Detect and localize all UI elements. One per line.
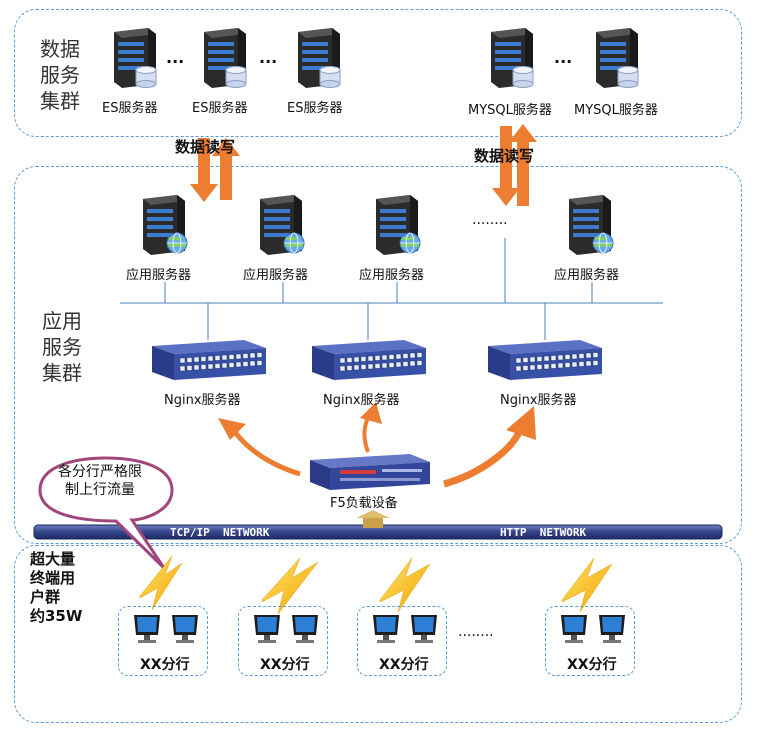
app-server-label-4: 应用服务器 xyxy=(554,268,620,283)
f5-device-icon xyxy=(306,450,432,496)
es-server-icon xyxy=(292,26,344,92)
terminal-monitor-icon xyxy=(252,613,282,649)
branch-group xyxy=(545,606,635,676)
terminal-monitor-icon xyxy=(597,613,627,649)
app-server-icon xyxy=(254,193,306,259)
terminal-cluster-label: 超大量 终端用 户群 约35W xyxy=(30,550,83,625)
lightning-bolts xyxy=(139,555,613,615)
data-cluster-zone xyxy=(14,9,742,137)
es-server-icon xyxy=(198,26,250,92)
nginx-switch-icon xyxy=(148,336,268,386)
data-cluster-label: 数据 服务 集群 xyxy=(40,37,80,113)
branch-label: XX分行 xyxy=(260,657,310,673)
rw-arrows-right xyxy=(492,124,537,206)
es-ellipsis-2: ··· xyxy=(259,52,278,71)
branch-group xyxy=(238,606,328,676)
terminal-monitor-icon xyxy=(559,613,589,649)
mysql-server-label-2: MYSQL服务器 xyxy=(574,103,658,118)
app-ellipsis: ········ xyxy=(472,216,508,232)
app-server-label-2: 应用服务器 xyxy=(243,268,309,283)
lb-arrow-left xyxy=(218,418,301,477)
branch-label: XX分行 xyxy=(379,657,429,673)
branch-label: XX分行 xyxy=(567,657,617,673)
terminal-monitor-icon xyxy=(170,613,200,649)
es-server-label-2: ES服务器 xyxy=(192,101,248,116)
mysql-server-icon xyxy=(590,26,642,92)
f5-uplink-arrow xyxy=(356,510,390,528)
nginx-label-1: Nginx服务器 xyxy=(164,393,241,408)
mysql-server-icon xyxy=(485,26,537,92)
nginx-switch-icon xyxy=(484,336,604,386)
branch-group xyxy=(118,606,208,676)
lb-arrow-mid xyxy=(360,402,382,453)
app-bus-lines xyxy=(120,238,663,340)
lb-arrow-right xyxy=(443,406,536,488)
app-cluster-zone xyxy=(14,166,742,544)
f5-label: F5负载设备 xyxy=(330,496,398,511)
terminal-monitor-icon xyxy=(371,613,401,649)
branch-label: XX分行 xyxy=(140,657,190,673)
callout-text: 各分行严格限 制上行流量 xyxy=(58,464,142,498)
app-server-icon xyxy=(370,193,422,259)
network-bar-left-label: TCP/IP NETWORK xyxy=(170,526,270,539)
nginx-label-3: Nginx服务器 xyxy=(500,393,577,408)
app-cluster-label: 应用 服务 集群 xyxy=(42,309,82,385)
branch-ellipsis: ········ xyxy=(458,628,494,644)
network-bar-right-label: HTTP NETWORK xyxy=(500,526,587,539)
es-ellipsis-1: ··· xyxy=(166,52,185,71)
callout-bubble xyxy=(38,456,174,570)
terminal-monitor-icon xyxy=(409,613,439,649)
nginx-label-2: Nginx服务器 xyxy=(323,393,400,408)
app-server-icon xyxy=(137,193,189,259)
rw-label-right: 数据读写 xyxy=(474,147,535,165)
terminal-monitor-icon xyxy=(290,613,320,649)
mysql-ellipsis: ··· xyxy=(554,52,573,71)
rw-arrows-left xyxy=(190,138,240,202)
app-server-label-3: 应用服务器 xyxy=(359,268,425,283)
terminal-monitor-icon xyxy=(132,613,162,649)
es-server-label-3: ES服务器 xyxy=(287,101,343,116)
terminal-cluster-zone xyxy=(14,545,742,723)
branch-group xyxy=(357,606,447,676)
es-server-icon xyxy=(108,26,160,92)
es-server-label-1: ES服务器 xyxy=(102,101,158,116)
nginx-switch-icon xyxy=(308,336,428,386)
mysql-server-label-1: MYSQL服务器 xyxy=(468,103,552,118)
app-server-icon xyxy=(563,193,615,259)
app-server-label-1: 应用服务器 xyxy=(126,268,192,283)
rw-label-left: 数据读写 xyxy=(175,138,236,156)
